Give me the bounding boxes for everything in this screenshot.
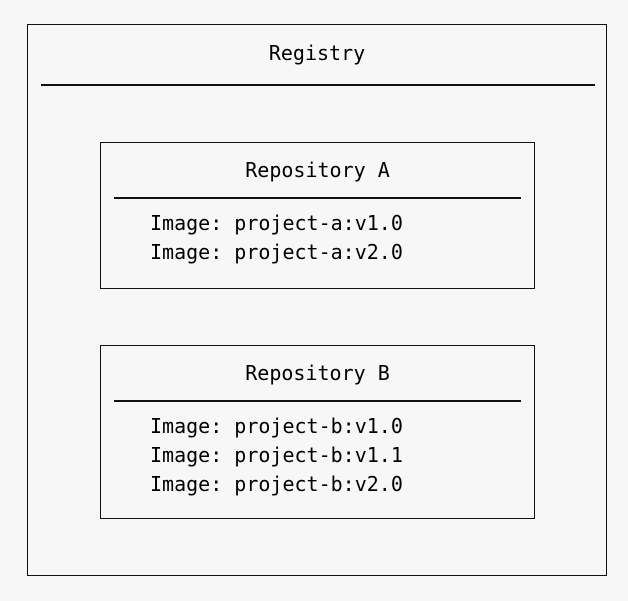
repository-image-item: Image: project-b:v1.1: [150, 443, 403, 467]
repository-image-list-a: Image: project-a:v1.0 Image: project-a:v…: [150, 209, 510, 267]
registry-title-divider: [41, 84, 595, 86]
repository-title-divider-b: [114, 400, 521, 402]
repository-box-a: Repository A Image: project-a:v1.0 Image…: [100, 142, 535, 289]
repository-image-list-b: Image: project-b:v1.0 Image: project-b:v…: [150, 412, 510, 499]
repository-title-divider-a: [114, 197, 521, 199]
repository-title-a: Repository A: [245, 158, 390, 182]
repository-image-item: Image: project-b:v1.0: [150, 414, 403, 438]
registry-title: Registry: [268, 41, 366, 65]
repository-image-item: Image: project-b:v2.0: [150, 472, 403, 496]
repository-image-item: Image: project-a:v2.0: [150, 240, 403, 264]
repository-image-item: Image: project-a:v1.0: [150, 211, 403, 235]
repository-box-b: Repository B Image: project-b:v1.0 Image…: [100, 345, 535, 519]
registry-container: Registry Repository A Image: project-a:v…: [27, 24, 607, 576]
repository-title-b: Repository B: [245, 361, 390, 385]
